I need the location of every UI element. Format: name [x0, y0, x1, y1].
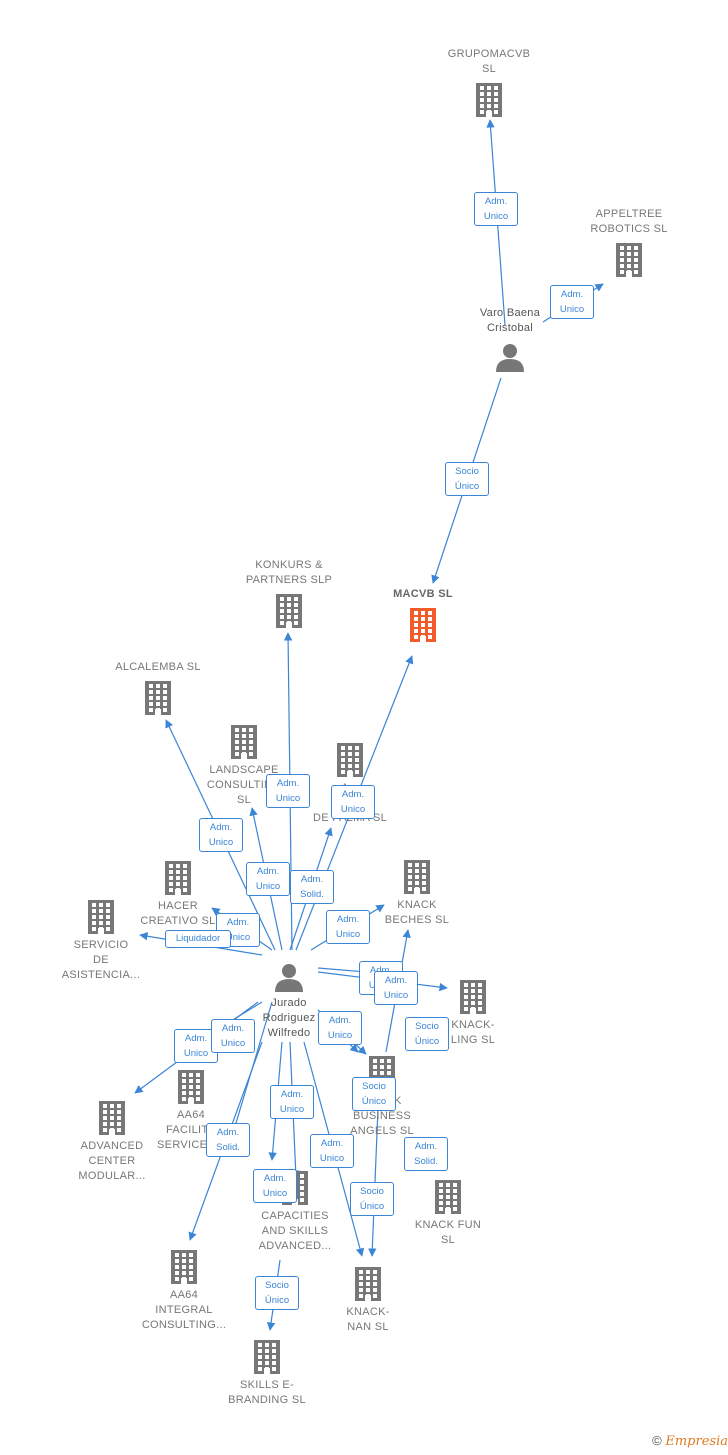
- copyright-symbol: ©: [652, 1433, 662, 1448]
- building-icon: [119, 1250, 249, 1284]
- node-label: LANDSCAPE CONSULTING SL: [206, 764, 282, 806]
- building-icon: [285, 743, 415, 777]
- relation-label-varo-macvb[interactable]: Socio Único: [445, 462, 489, 496]
- relation-label-varo-appeltree[interactable]: Adm. Unico: [550, 285, 594, 319]
- relation-label-jurado-aa64int[interactable]: Adm. Solid.: [404, 1137, 448, 1171]
- node-label: GRUPOMACVB SL: [447, 48, 531, 75]
- relation-label-capacities-skills[interactable]: Socio Único: [255, 1276, 299, 1310]
- building-icon: [126, 1070, 256, 1104]
- footer: © Empresia: [652, 1433, 728, 1449]
- building-icon: [303, 1267, 433, 1301]
- node-aa64int[interactable]: AA64 INTEGRAL CONSULTING...: [119, 1250, 249, 1333]
- node-label: ALCALEMBA SL: [115, 661, 201, 673]
- node-skills[interactable]: SKILLS E- BRANDING SL: [202, 1340, 332, 1408]
- relation-label-business-knackbeches[interactable]: Socio Único: [405, 1017, 449, 1051]
- node-label: SERVICIO DE ASISTENCIA...: [61, 939, 141, 981]
- node-label: HACER CREATIVO SL: [140, 900, 216, 927]
- person-icon: [445, 342, 575, 372]
- building-icon: [383, 1180, 513, 1214]
- node-advanced[interactable]: ADVANCED CENTER MODULAR...: [47, 1101, 177, 1184]
- brand-logo[interactable]: Empresia: [665, 1434, 728, 1449]
- node-label: KNACK FUN SL: [414, 1219, 482, 1246]
- relation-label-jurado-business[interactable]: Adm. Unico: [211, 1019, 255, 1053]
- building-icon: [564, 243, 694, 277]
- node-label: MACVB SL: [393, 588, 453, 600]
- node-label: SKILLS E- BRANDING SL: [228, 1379, 306, 1406]
- node-label: ADVANCED CENTER MODULAR...: [78, 1140, 146, 1182]
- node-knackbeches[interactable]: KNACK BECHES SL: [352, 860, 482, 928]
- relation-label-jurado-palma[interactable]: Adm. Solid.: [290, 870, 334, 904]
- node-macvb[interactable]: MACVB SL: [358, 587, 488, 642]
- node-knackling[interactable]: KNACK- LING SL: [408, 980, 538, 1048]
- building-icon: [36, 900, 166, 934]
- node-landscape[interactable]: LANDSCAPE CONSULTING SL: [179, 725, 309, 808]
- relation-label-business-knacknan[interactable]: Socio Único: [350, 1182, 394, 1216]
- building-icon: [408, 980, 538, 1014]
- building-icon: [424, 83, 554, 117]
- building-icon: [113, 861, 243, 895]
- node-label: Varo Baena Cristobal: [479, 307, 541, 334]
- building-icon: [358, 608, 488, 642]
- relation-label-business-knackfun[interactable]: Socio Único: [352, 1077, 396, 1111]
- node-hacer[interactable]: HACER CREATIVO SL: [113, 861, 243, 929]
- relation-label-jurado-business[interactable]: Adm. Unico: [318, 1011, 362, 1045]
- building-icon: [352, 860, 482, 894]
- node-label: APPELTREE ROBOTICS SL: [590, 208, 668, 235]
- node-knackfun[interactable]: KNACK FUN SL: [383, 1180, 513, 1248]
- building-icon: [179, 725, 309, 759]
- relation-label-jurado-macvb[interactable]: Adm. Unico: [331, 785, 375, 819]
- node-label: Jurado Rodriguez Wilfredo: [262, 997, 316, 1039]
- node-alcalemba[interactable]: ALCALEMBA SL: [93, 660, 223, 715]
- building-icon: [224, 594, 354, 628]
- building-icon: [47, 1101, 177, 1135]
- relation-label-varo-grupomacvb[interactable]: Adm. Unico: [474, 192, 518, 226]
- relation-label-jurado-skills[interactable]: Adm. Unico: [253, 1169, 297, 1203]
- relation-label-jurado-knackling[interactable]: Adm. Unico: [374, 971, 418, 1005]
- node-label: KNACK- LING SL: [450, 1019, 496, 1046]
- relation-label-jurado-landscape[interactable]: Adm. Unico: [246, 862, 290, 896]
- node-label: KNACK BECHES SL: [384, 899, 450, 926]
- relation-label-jurado-alcalemba[interactable]: Adm. Unico: [199, 818, 243, 852]
- building-icon: [202, 1340, 332, 1374]
- node-grupomacvb[interactable]: GRUPOMACVB SL: [424, 47, 554, 117]
- relation-label-jurado-capacities[interactable]: Adm. Unico: [310, 1134, 354, 1168]
- node-konkurs[interactable]: KONKURS & PARTNERS SLP: [224, 558, 354, 628]
- node-label: KONKURS & PARTNERS SLP: [245, 559, 333, 586]
- node-jurado[interactable]: Jurado Rodriguez Wilfredo: [224, 962, 354, 1041]
- node-servicio[interactable]: SERVICIO DE ASISTENCIA...: [36, 900, 166, 983]
- relation-label-jurado-advanced[interactable]: Adm. Unico: [174, 1029, 218, 1063]
- node-label: KNACK- NAN SL: [346, 1306, 390, 1333]
- node-label: CAPACITIES AND SKILLS ADVANCED...: [258, 1210, 332, 1252]
- person-icon: [224, 962, 354, 992]
- relation-label-jurado-konkurs[interactable]: Adm. Unico: [266, 774, 310, 808]
- node-varo[interactable]: Varo Baena Cristobal: [445, 306, 575, 372]
- building-icon: [93, 681, 223, 715]
- relation-label-jurado-knacknan[interactable]: Adm. Unico: [270, 1085, 314, 1119]
- relation-label-jurado-servicio[interactable]: Liquidador: [165, 930, 231, 948]
- node-appeltree[interactable]: APPELTREE ROBOTICS SL: [564, 207, 694, 277]
- node-label: AA64 INTEGRAL CONSULTING...: [141, 1289, 227, 1331]
- relation-label-jurado-aa64fac[interactable]: Adm. Solid.: [206, 1123, 250, 1157]
- relation-label-jurado-knackbeches[interactable]: Adm. Unico: [326, 910, 370, 944]
- node-knacknan[interactable]: KNACK- NAN SL: [303, 1267, 433, 1335]
